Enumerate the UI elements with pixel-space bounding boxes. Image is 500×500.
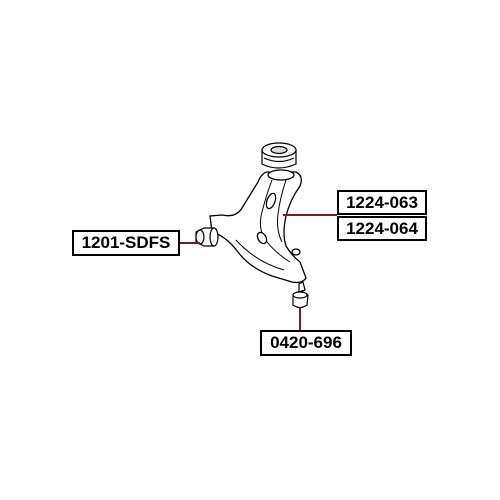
part-label-ball-joint: 0420-696 — [260, 330, 352, 356]
part-number-arm-right: 1224-064 — [346, 219, 418, 238]
part-label-arm-left: 1224-063 — [337, 190, 427, 215]
part-number-ball-joint: 0420-696 — [270, 333, 342, 352]
part-number-arm-left: 1224-063 — [346, 193, 418, 212]
leader-lines — [180, 214, 337, 330]
front-bushing — [195, 227, 219, 247]
rear-bushing — [261, 142, 297, 169]
ball-joint — [292, 281, 309, 309]
part-label-bushing: 1201-SDFS — [72, 230, 180, 256]
lower-control-arm — [209, 169, 307, 284]
part-number-bushing: 1201-SDFS — [81, 233, 171, 252]
part-label-arm-right: 1224-064 — [337, 216, 427, 241]
